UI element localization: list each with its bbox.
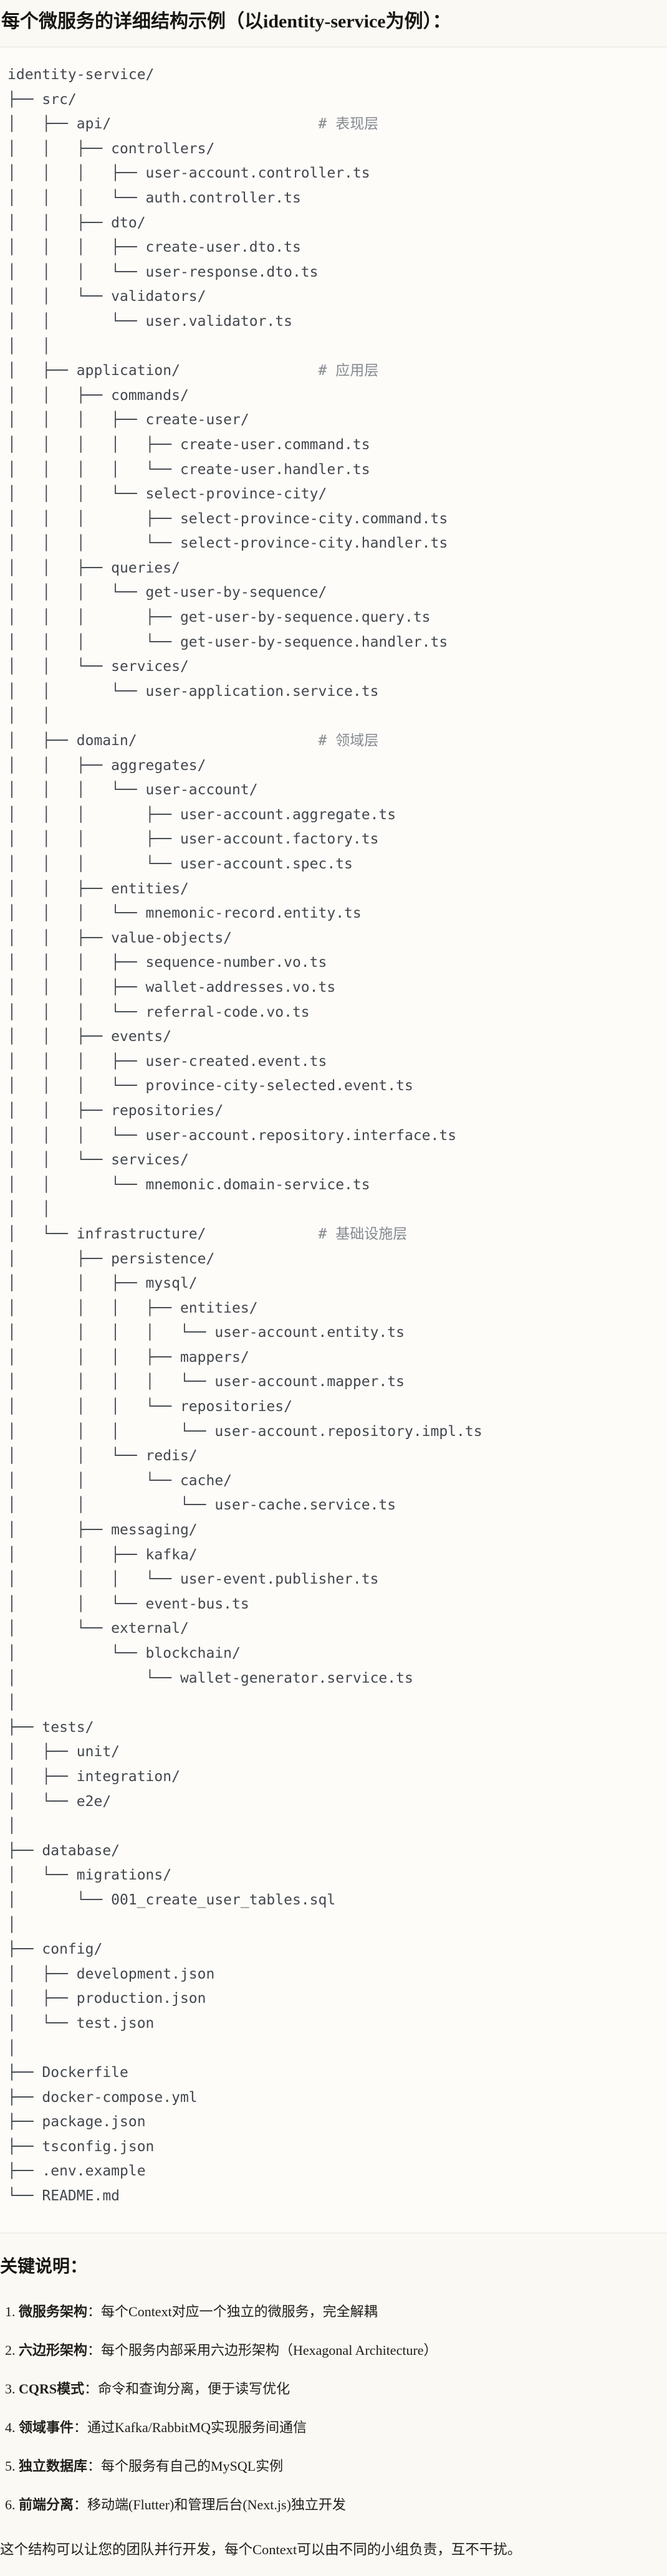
note-item: 4. 领域事件：通过Kafka/RabbitMQ实现服务间通信	[5, 2419, 667, 2436]
note-term: 领域事件	[19, 2419, 74, 2435]
document-page: 每个微服务的详细结构示例（以identity-service为例）： ident…	[0, 9, 667, 2576]
note-number: 3.	[5, 2380, 19, 2397]
note-description: ：每个服务内部采用六边形架构（Hexagonal Architecture）	[87, 2342, 438, 2358]
note-item: 2. 六边形架构：每个服务内部采用六边形架构（Hexagonal Archite…	[5, 2342, 667, 2359]
note-term: 六边形架构	[19, 2342, 88, 2358]
tree-layer-comment: # 基础设施层	[318, 1225, 408, 1242]
note-term: 独立数据库	[19, 2458, 88, 2474]
note-number: 2.	[5, 2342, 19, 2358]
note-number: 6.	[5, 2496, 19, 2512]
note-item: 6. 前端分离：移动端(Flutter)和管理后台(Next.js)独立开发	[5, 2496, 667, 2514]
tree-layer-comment: # 应用层	[318, 363, 379, 379]
notes-footer: 这个结构可以让您的团队并行开发，每个Context可以由不同的小组负责，互不干扰…	[0, 2541, 522, 2557]
notes-heading: 关键说明：	[0, 2256, 88, 2276]
note-description: ：命令和查询分离，便于读写优化	[84, 2380, 290, 2397]
note-item: 3. CQRS模式：命令和查询分离，便于读写优化	[5, 2380, 667, 2398]
key-notes-section: 关键说明： 1. 微服务架构：每个Context对应一个独立的微服务，完全解耦 2…	[0, 2256, 667, 2576]
note-number: 4.	[5, 2419, 19, 2435]
note-term: 微服务架构	[19, 2303, 88, 2319]
note-description: ：每个服务有自己的MySQL实例	[87, 2458, 284, 2474]
page-title: 每个微服务的详细结构示例（以identity-service为例）：	[1, 11, 451, 32]
note-description: ：通过Kafka/RabbitMQ实现服务间通信	[74, 2419, 307, 2435]
note-description: ：每个Context对应一个独立的微服务，完全解耦	[87, 2303, 378, 2319]
tree-layer-comment: # 领域层	[318, 733, 379, 749]
file-tree: identity-service/ ├── src/ │ ├── api/ # …	[7, 67, 482, 2205]
tree-layer-comment: # 表现层	[318, 116, 379, 133]
note-item: 1. 微服务架构：每个Context对应一个独立的微服务，完全解耦	[5, 2303, 667, 2321]
note-term: CQRS模式	[19, 2380, 85, 2397]
file-tree-code-block: identity-service/ ├── src/ │ ├── api/ # …	[0, 47, 667, 2233]
note-item: 5. 独立数据库：每个服务有自己的MySQL实例	[5, 2458, 667, 2475]
notes-list: 1. 微服务架构：每个Context对应一个独立的微服务，完全解耦 2. 六边形架…	[0, 2303, 667, 2514]
note-term: 前端分离	[19, 2496, 74, 2512]
note-number: 5.	[5, 2458, 19, 2474]
note-description: ：移动端(Flutter)和管理后台(Next.js)独立开发	[74, 2496, 346, 2512]
note-number: 1.	[5, 2303, 19, 2319]
